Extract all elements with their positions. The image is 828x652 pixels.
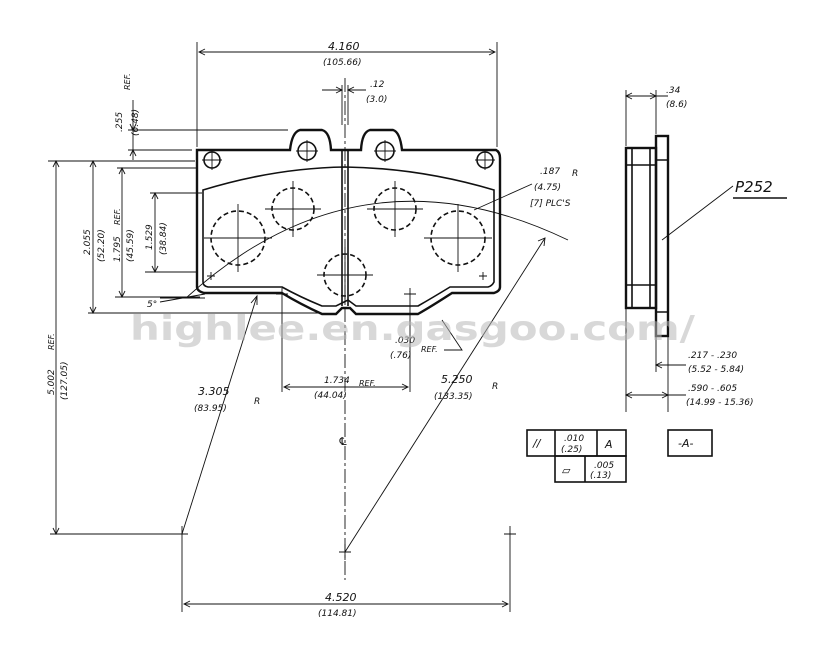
watermark: highlee.en.gasgoo.com/	[130, 309, 696, 349]
dim-corner-radius-r: R	[572, 169, 578, 179]
backing-plate-side	[624, 146, 658, 310]
dim-height-2055-mm: (52.20)	[97, 229, 107, 262]
radius-center-mark-right	[504, 526, 516, 544]
dim-large-radius: 5.250	[441, 373, 473, 386]
leader-small-radius	[181, 295, 258, 535]
backing-plate-outline	[195, 128, 502, 316]
parallelism-value: .010	[564, 434, 584, 444]
dim-tab-height-ref: REF.	[123, 73, 132, 90]
dim-backplate-thickness-mm: (8.6)	[666, 100, 687, 110]
flatness-frame	[554, 455, 627, 483]
arc-large-radius	[185, 200, 569, 299]
tolerance-frames: // .010 (.25) A ▱ .005 (.13)	[526, 429, 627, 483]
part-number-leader	[661, 185, 734, 241]
dim-height-1795: 1.795	[113, 236, 123, 262]
dim-total-thickness: .590 - .605	[688, 384, 737, 394]
centerline-symbol: ℄	[338, 435, 348, 448]
dim-height-1795-ref: REF.	[113, 208, 122, 225]
dim-small-radius: 3.305	[198, 385, 230, 398]
dim-radius-center-offset-ref: REF.	[47, 333, 56, 350]
dim-radius-center-offset: 5.002	[47, 369, 57, 395]
dim-total-thickness-mm: (14.99 - 15.36)	[686, 398, 754, 408]
friction-lining-side	[654, 134, 670, 338]
dim-notch-depth: .030	[395, 336, 415, 346]
leader-large-radius	[344, 237, 546, 553]
dim-overall-width-mm: (105.66)	[323, 58, 362, 68]
parallelism-symbol: //	[532, 437, 542, 450]
dim-large-radius-mm: (133.35)	[434, 392, 473, 402]
flatness-value-mm: (.13)	[590, 471, 611, 481]
dim-center-spacing: 4.520	[325, 591, 357, 604]
parallelism-datum: A	[604, 438, 613, 451]
dim-center-spacing-mm: (114.81)	[318, 609, 357, 619]
dim-small-radius-mm: (83.95)	[194, 404, 227, 414]
flatness-symbol: ▱	[562, 464, 571, 477]
dim-lining-thickness: .217 - .230	[688, 351, 737, 361]
dim-corner-radius-count: [7] PLC'S	[530, 199, 571, 209]
side-view: .34 (8.6) P252 .217 - .230 (5.52 - 5.84)…	[624, 86, 787, 457]
front-view: 4.160 (105.66) .12 (3.0) .255 (6.48) REF…	[47, 40, 578, 619]
part-number: P252	[735, 178, 773, 196]
friction-lining-outline	[202, 166, 495, 307]
dim-notch-width-mm: (44.04)	[314, 391, 347, 401]
dim-center-gap: .12	[370, 80, 385, 90]
dim-small-radius-r: R	[254, 397, 260, 407]
radius-center-mark-left	[176, 526, 188, 544]
dim-angle: 5°	[147, 300, 157, 310]
dim-large-radius-r: R	[492, 382, 498, 392]
dim-corner-radius: .187	[540, 167, 560, 177]
dim-center-gap-mm: (3.0)	[366, 95, 387, 105]
datum-label: -A-	[678, 437, 693, 450]
dim-height-1529: 1.529	[145, 224, 155, 250]
dim-corner-radius-mm: (4.75)	[534, 183, 561, 193]
dim-height-1795-mm: (45.59)	[126, 229, 136, 262]
dim-height-1529-mm: (38.84)	[159, 222, 169, 255]
dim-notch-width: 1.734	[324, 376, 350, 386]
dim-height-2055: 2.055	[83, 229, 93, 255]
dim-notch-width-ref: REF.	[359, 379, 376, 388]
flatness-value: .005	[594, 461, 614, 471]
dim-radius-center-offset-mm: (127.05)	[60, 361, 70, 400]
datum-box	[667, 429, 713, 457]
parallelism-value-mm: (.25)	[561, 445, 582, 455]
dim-tab-height: .255	[115, 112, 125, 132]
dim-tab-height-mm: (6.48)	[131, 109, 141, 136]
dim-backplate-thickness: .34	[666, 86, 681, 96]
dim-lining-thickness-mm: (5.52 - 5.84)	[688, 365, 744, 375]
dim-overall-width: 4.160	[328, 40, 360, 53]
dim-notch-depth-mm: (.76)	[390, 351, 411, 361]
dim-notch-depth-ref: REF.	[421, 345, 438, 354]
